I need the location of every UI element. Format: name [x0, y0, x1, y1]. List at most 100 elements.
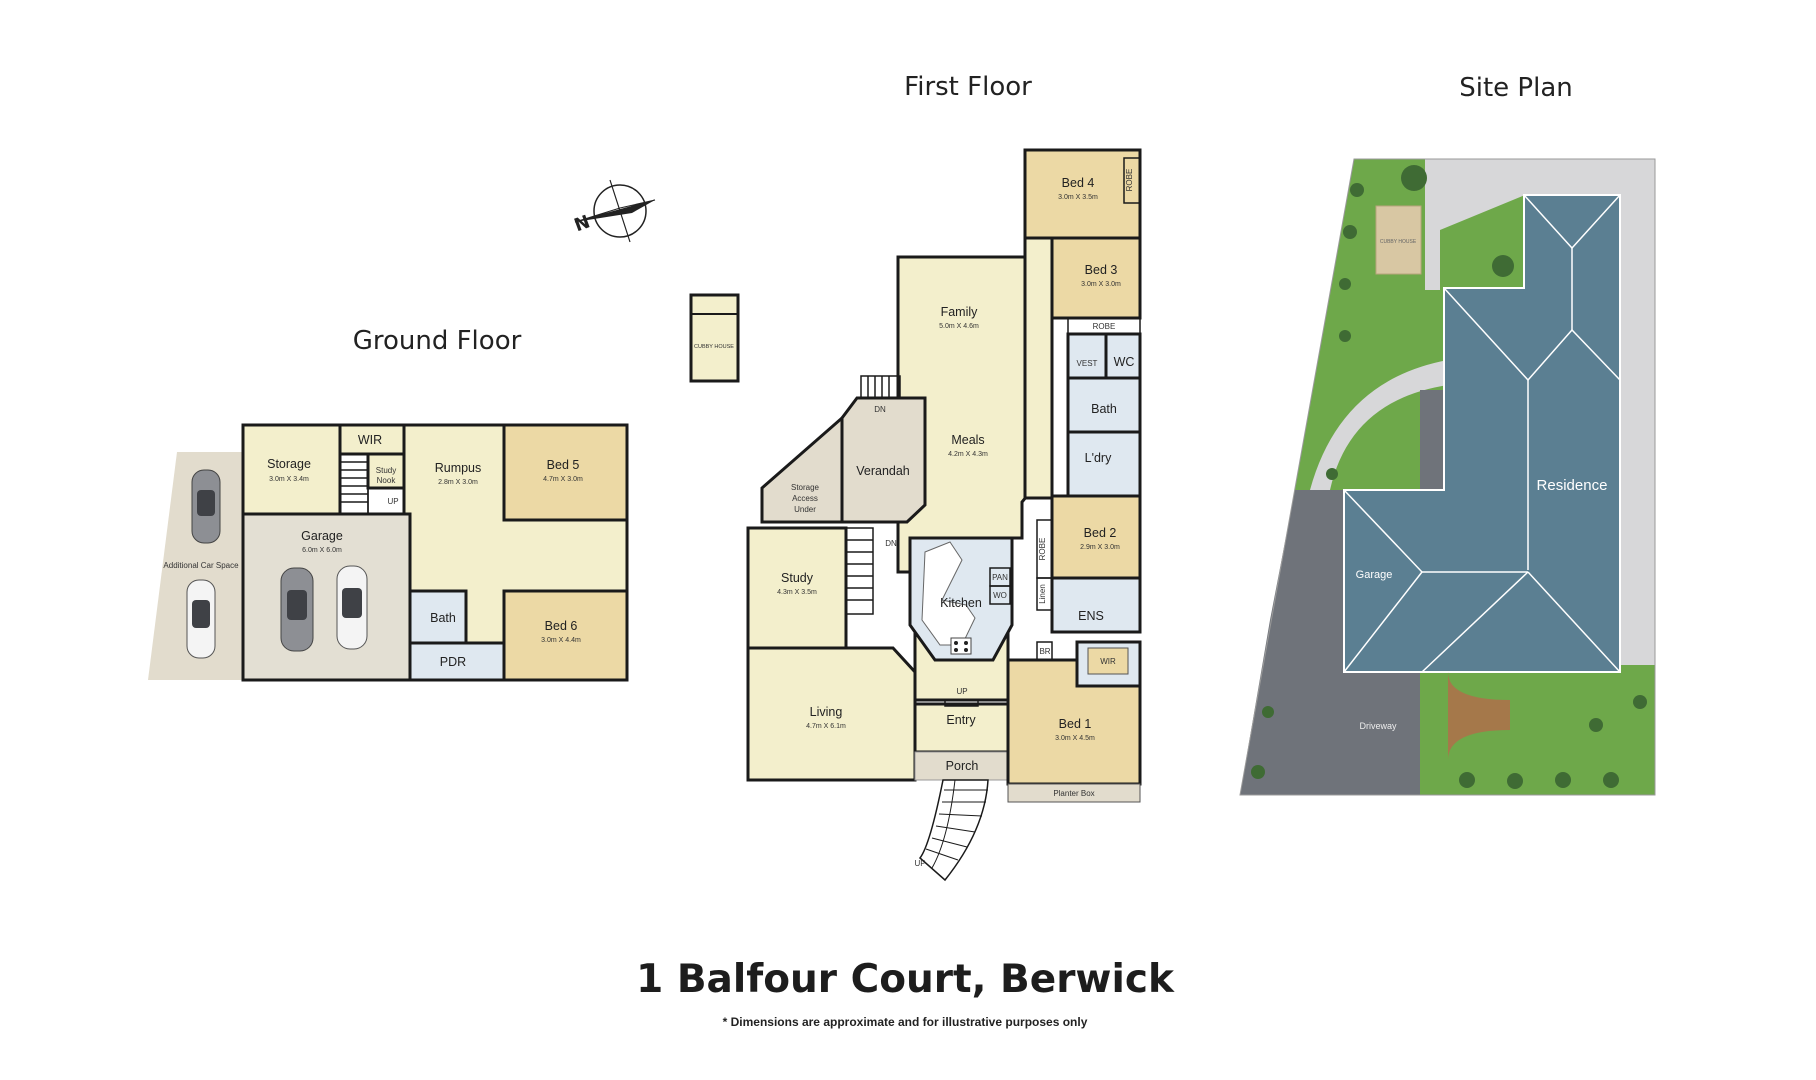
ground-storage-dims: 3.0m X 3.4m: [269, 476, 309, 483]
site-garage-label: Garage: [1356, 569, 1393, 581]
storage-access-label-line2: Access: [792, 494, 818, 503]
bed1-dims: 3.0m X 4.5m: [1055, 735, 1095, 742]
family-label: Family: [941, 305, 979, 319]
residence-label: Residence: [1537, 477, 1608, 494]
tree-icon: [1492, 255, 1514, 277]
bed6-room: [502, 589, 629, 682]
bed2-robe-label: ROBE: [1038, 538, 1047, 561]
bed1-wir-label: WIR: [1100, 657, 1116, 666]
study-nook-label-line1: Study: [376, 466, 396, 475]
hallway: [1023, 236, 1054, 500]
garage-dims: 6.0m X 6.0m: [302, 547, 342, 554]
ensuite-label: ENS: [1078, 609, 1104, 623]
cooktop-icon: [950, 637, 972, 655]
compass-icon: N: [572, 179, 656, 243]
verandah-dn-label: DN: [874, 405, 886, 414]
cubby-house: CUBBY HOUSE: [689, 293, 740, 383]
tree-icon: [1603, 772, 1619, 788]
vest-label: VEST: [1077, 359, 1098, 368]
entry-room: [913, 702, 1010, 754]
bed5-dims: 4.7m X 3.0m: [543, 476, 583, 483]
porch-area: [914, 751, 1009, 781]
pantry-label: PAN: [992, 573, 1008, 582]
roof-ridge-lines: [1343, 194, 1621, 673]
storage-access-area: [760, 414, 844, 524]
tree-icon: [1633, 695, 1647, 709]
bed1-wir-inner: [1087, 647, 1129, 675]
tree-icon: [1459, 772, 1475, 788]
kitchen-island: [921, 541, 976, 646]
study-room: [746, 526, 848, 650]
curved-entry-stairs: [918, 779, 989, 882]
ground-bath-label: Bath: [430, 611, 456, 625]
bed1-label: Bed 1: [1059, 717, 1092, 731]
study-label: Study: [781, 571, 814, 585]
internal-stairs: [845, 527, 874, 615]
ground-bath-room: [408, 589, 468, 645]
first-floor-plan: Family 5.0m X 4.6m Meals 4.2m X 4.3m Kit…: [746, 148, 1142, 882]
bed2-room: [1050, 494, 1142, 580]
tree-icon: [1339, 278, 1351, 290]
bed5-label: Bed 5: [547, 458, 580, 472]
entry-label: Entry: [946, 713, 976, 727]
br-label: BR: [1039, 647, 1050, 656]
laundry-label: L'dry: [1085, 451, 1112, 465]
garage-label: Garage: [301, 529, 343, 543]
bed4-room: [1023, 148, 1142, 240]
tree-icon: [1343, 225, 1357, 239]
garden-bed: [1448, 672, 1510, 760]
linen-label: Linen: [1038, 584, 1047, 604]
ground-wir-label: WIR: [358, 433, 382, 447]
storage-access-label-line1: Storage: [791, 483, 820, 492]
pdr-room: [408, 641, 506, 682]
verandah-steps: [860, 375, 901, 399]
ground-stair-up-label: UP: [387, 497, 398, 506]
living-dims: 4.7m X 6.1m: [806, 723, 846, 730]
site-plan-heading: Site Plan: [1459, 73, 1573, 103]
dimensions-disclaimer: * Dimensions are approximate and for ill…: [723, 1015, 1088, 1029]
car-icon: [191, 469, 221, 544]
vest-room: [1066, 332, 1108, 380]
additional-car-space-label: Additional Car Space: [163, 561, 239, 570]
bed6-dims: 3.0m X 4.4m: [541, 637, 581, 644]
cubby-house-label: CUBBY HOUSE: [694, 344, 734, 350]
kitchen-label: Kitchen: [940, 596, 982, 610]
car-icon: [336, 565, 368, 650]
verandah-room: [840, 396, 927, 524]
first-floor-heading: First Floor: [904, 72, 1032, 102]
bed4-label: Bed 4: [1062, 176, 1095, 190]
bed4-dims: 3.0m X 3.5m: [1058, 194, 1098, 201]
tree-icon: [1251, 765, 1265, 779]
storage-access-label-line3: Under: [794, 505, 816, 514]
laundry-room: [1066, 430, 1142, 498]
ensuite-room: [1050, 576, 1142, 634]
bed3-label: Bed 3: [1085, 263, 1118, 277]
study-nook-room: [366, 452, 406, 490]
verandah-label: Verandah: [856, 464, 910, 478]
bed3-room: [1050, 236, 1142, 320]
entry-up-label: UP: [956, 687, 967, 696]
tree-icon: [1262, 706, 1274, 718]
bed2-dims: 2.9m X 3.0m: [1080, 544, 1120, 551]
driveway-label: Driveway: [1359, 721, 1397, 731]
site-cubby-house: [1375, 205, 1422, 275]
planter-box: [1007, 783, 1141, 803]
first-bath-label: Bath: [1091, 402, 1117, 416]
tree-icon: [1339, 330, 1351, 342]
bed2-label: Bed 2: [1084, 526, 1117, 540]
study-nook-label-line2: Nook: [377, 476, 397, 485]
tree-icon: [1350, 183, 1364, 197]
meals-dims: 4.2m X 4.3m: [948, 451, 988, 458]
tree-icon: [1401, 165, 1427, 191]
meals-label: Meals: [951, 433, 984, 447]
living-label: Living: [810, 705, 843, 719]
pdr-label: PDR: [440, 655, 466, 669]
bed6-label: Bed 6: [545, 619, 578, 633]
internal-stairs-dn-label: DN: [885, 539, 897, 548]
compass-north-label: N: [572, 211, 593, 236]
tree-icon: [1507, 773, 1523, 789]
site-curved-path: [1310, 360, 1448, 490]
entry-steps: [944, 699, 979, 707]
ground-floor-plan: Additional Car Space Storage 3.0m X 3.4m…: [148, 423, 629, 682]
ground-floor-heading: Ground Floor: [353, 326, 522, 356]
